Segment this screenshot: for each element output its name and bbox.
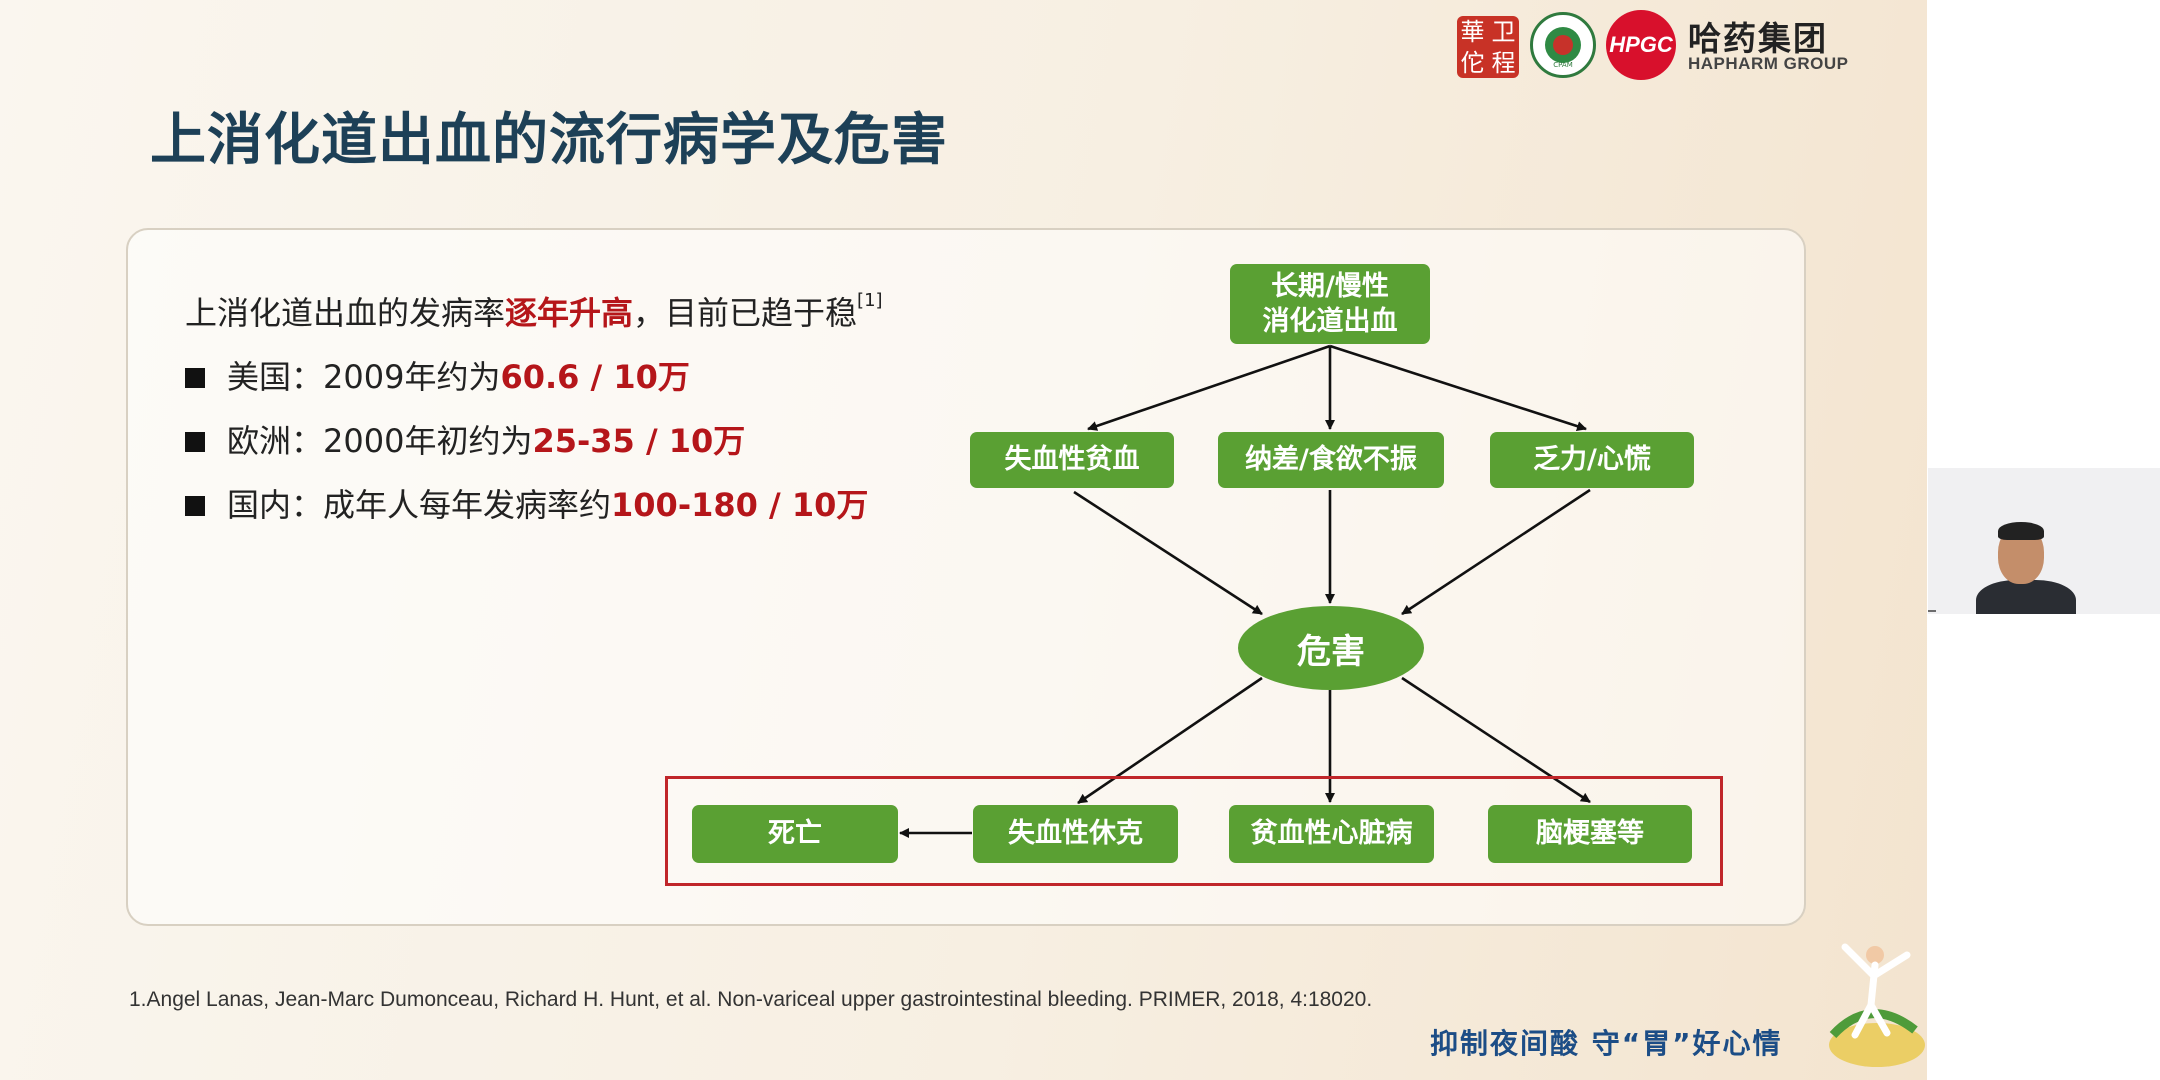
presenter-body [1976,580,2076,614]
bullet-item-usa: 美国：2009年约为60.6 / 10万 [185,352,690,398]
bullet-item-china: 国内：成年人每年发病率约100-180 / 10万 [185,480,868,526]
bullet-square-icon [185,432,205,452]
arrow-harm-to-stroke [1401,676,1591,804]
company-name-en: HAPHARM GROUP [1688,54,1849,73]
flow-root-line1: 长期/慢性 [1271,270,1389,302]
flow-harm-ellipse: 危害 [1238,606,1424,690]
bullet-value: 60.6 / 10万 [500,358,690,396]
seal-char: 程 [1491,48,1516,77]
bullet-item-europe: 欧洲：2000年初约为25-35 / 10万 [185,416,745,462]
flow-outcome-box: 脑梗塞等 [1488,805,1692,863]
association-logo-text: CPAM [1553,61,1573,69]
arrow-anemia-to-harm [1073,490,1263,616]
bullet-label: 美国：2009年约为 [227,358,501,396]
seal-char: 華 [1460,17,1485,46]
bullet-square-icon [185,368,205,388]
slide-title: 上消化道出血的流行病学及危害 [150,108,948,173]
arrow-fatigue-to-harm [1401,488,1591,616]
bullet-label: 国内：成年人每年发病率约 [227,486,612,524]
flow-outcome-box: 失血性休克 [973,805,1178,863]
bullet-label: 欧洲：2000年初约为 [227,422,533,460]
slogan: 抑制夜间酸 守“胃”好心情 [1430,1027,1783,1060]
bullet-square-icon [185,496,205,516]
seal-char: 卫 [1491,17,1516,46]
slide: 華 卫 佗 程 CPAM HPGC 哈药集团 HAPHARM GROUP 上消化… [0,0,1927,1080]
hpgc-logo: HPGC [1606,10,1676,80]
flow-symptom-box: 乏力/心慌 [1490,432,1694,488]
association-logo: CPAM [1530,12,1596,78]
webcam-video-tile[interactable] [1928,468,2160,614]
intro-prefix: 上消化道出血的发病率 [185,294,506,332]
bullet-value: 25-35 / 10万 [532,422,746,460]
citation-marker: [1] [857,290,883,311]
huatuo-seal-logo: 華 卫 佗 程 [1457,16,1519,78]
flow-outcome-box: 死亡 [692,805,898,863]
flow-symptom-box: 纳差/食欲不振 [1218,432,1444,488]
flow-root-line2: 消化道出血 [1262,306,1398,337]
intro-highlight: 逐年升高 [505,294,634,332]
flowchart-arrows [899,344,1591,838]
reference-citation: 1.Angel Lanas, Jean-Marc Dumonceau, Rich… [129,988,1373,1011]
outcome-highlight-frame [665,776,1723,886]
intro-suffix: ，目前已趋于稳 [633,294,858,332]
runner-illustration [1829,943,1925,1067]
flow-root-box: 长期/慢性 消化道出血 [1230,264,1430,344]
seal-char: 佗 [1460,48,1485,77]
flow-outcome-box: 贫血性心脏病 [1229,805,1434,863]
company-name-cn: 哈药集团 [1688,19,1828,58]
intro-text: 上消化道出血的发病率逐年升高，目前已趋于稳[1] [185,288,883,334]
arrow-root-to-fatigue [1329,344,1587,431]
presenter-hair [1998,522,2044,540]
arrow-harm-to-shock [1077,676,1263,805]
flow-symptom-box: 失血性贫血 [970,432,1174,488]
arrow-root-to-anemia [1087,344,1331,431]
participant-name-tag [1928,610,1936,612]
bullet-value: 100-180 / 10万 [611,486,869,524]
